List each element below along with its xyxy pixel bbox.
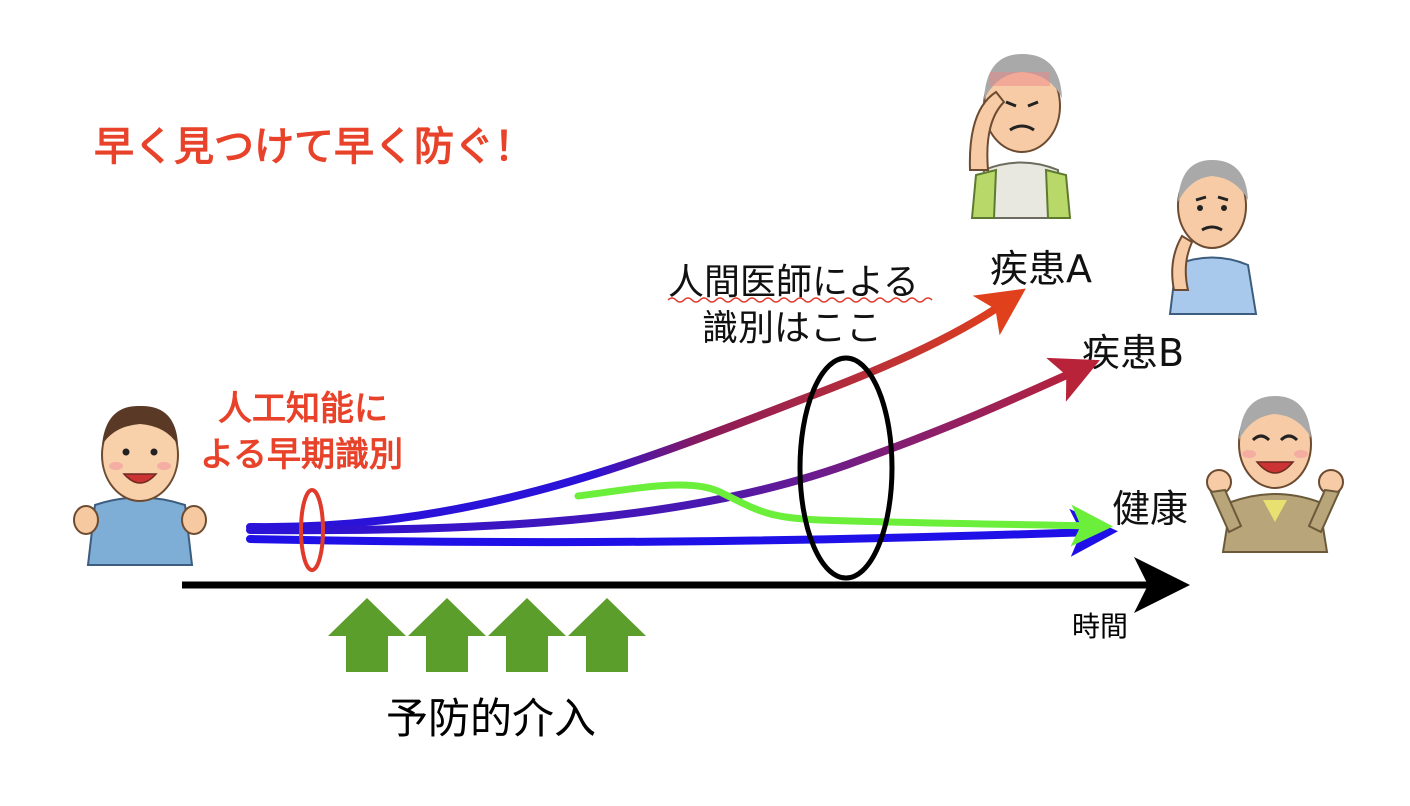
person-worried-icon: [1168, 160, 1258, 315]
trajectory-healthy: [246, 508, 1118, 557]
intervention-up-arrow-icon: [408, 598, 486, 672]
ai-label-line-1: 人工知能に: [218, 389, 388, 429]
intervention-up-arrow-icon: [488, 598, 566, 672]
doctor-label-line-2: 識別はここ: [702, 308, 882, 349]
spellcheck-underline: [667, 297, 933, 303]
trajectory-disease-a: [246, 288, 1026, 532]
ai-identification-ellipse: [299, 488, 325, 572]
person-smiling-young-icon: [73, 405, 207, 566]
headline: 早く見つけて早く防ぐ！: [94, 124, 534, 170]
ai-label-line-2: よる早期識別: [200, 435, 403, 475]
doctor-identification-ellipse: [797, 355, 895, 581]
trajectory-intervention: [574, 481, 1113, 547]
intervention-arrows: [328, 598, 646, 672]
trajectory-disease-b: [246, 357, 1100, 535]
outcome-healthy: 健康: [1112, 487, 1188, 531]
intervention-up-arrow-icon: [328, 598, 406, 672]
person-sick-headache-icon: [968, 54, 1072, 219]
doctor-label-line-1: 人間医師による: [668, 262, 919, 303]
intervention-label: 予防的介入: [386, 694, 596, 743]
outcome-disease-b: 疾患B: [1082, 331, 1184, 375]
outcome-disease-a: 疾患A: [990, 247, 1092, 291]
person-happy-elderly-icon: [1206, 396, 1344, 553]
time-axis-label: 時間: [1072, 610, 1128, 643]
intervention-up-arrow-icon: [568, 598, 646, 672]
